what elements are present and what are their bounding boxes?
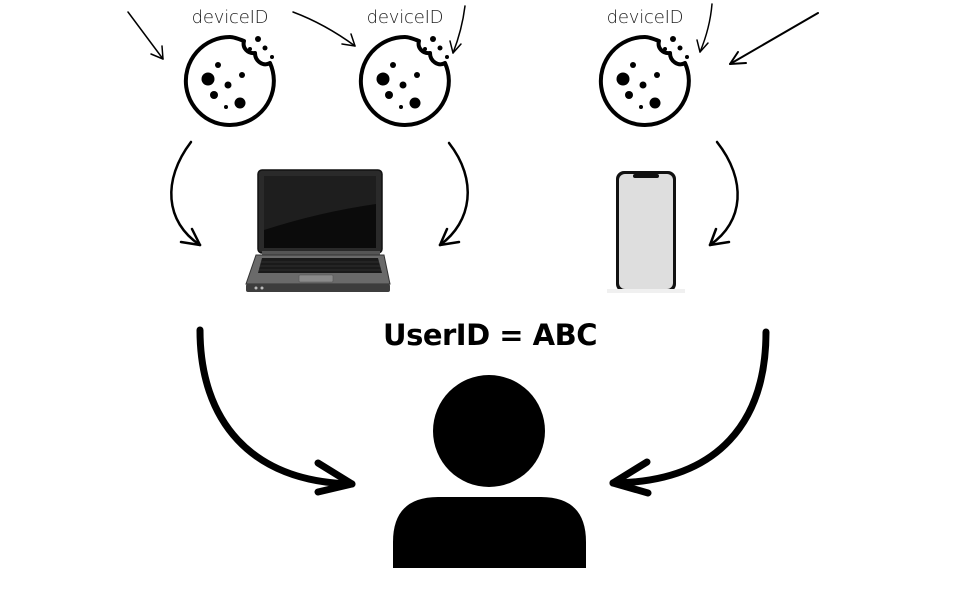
device-id-label: deviceID (366, 7, 444, 28)
cookie-icon (183, 34, 276, 127)
cookie-icon (358, 34, 451, 127)
cookie-icon (598, 34, 691, 127)
curved-arrow (196, 326, 356, 496)
pointer-arrow (449, 5, 466, 54)
curved-arrow (438, 141, 469, 247)
smartphone-icon (607, 171, 685, 293)
curved-arrow (708, 140, 739, 247)
laptop-icon (245, 169, 391, 292)
user-icon (393, 375, 586, 568)
device-id-label: deviceID (606, 7, 684, 28)
device-id-label: deviceID (191, 7, 269, 28)
pointer-arrow (127, 11, 164, 60)
curved-arrow (170, 140, 202, 247)
pointer-arrow (729, 12, 819, 65)
curved-arrow (609, 328, 770, 497)
pointer-arrow (292, 11, 356, 47)
user-id-label: UserID = ABC (383, 318, 597, 352)
pointer-arrow (696, 3, 713, 53)
